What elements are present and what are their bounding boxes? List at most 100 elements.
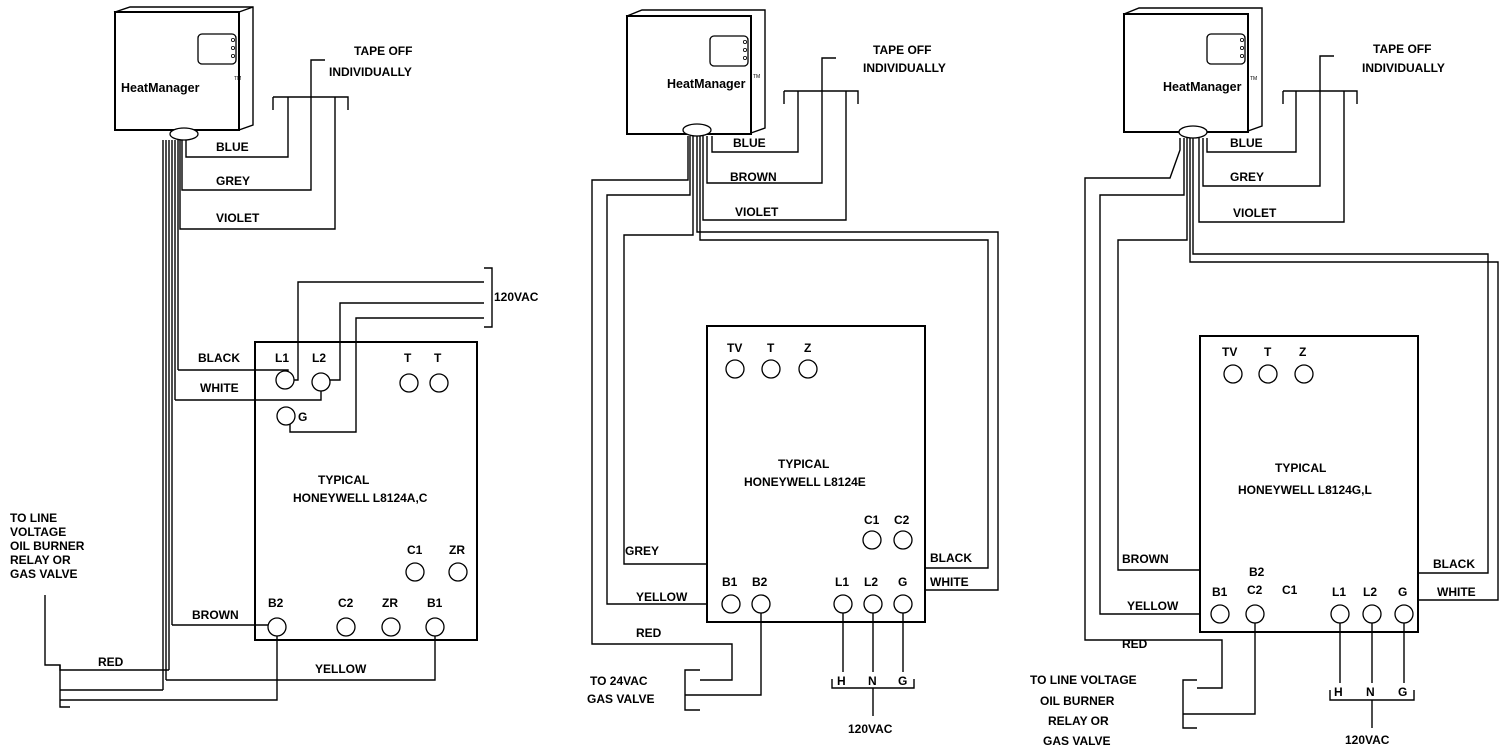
terminal-l1: L1 xyxy=(275,351,295,390)
wire-label-blue: BLUE xyxy=(1230,136,1263,150)
target-label: GAS VALVE xyxy=(587,692,655,706)
wire-label-brown: BROWN xyxy=(1122,552,1169,566)
wire-label-red: RED xyxy=(98,655,124,669)
target-label: RELAY OR xyxy=(10,553,71,567)
svg-text:B2: B2 xyxy=(268,596,284,610)
tape-off-label: INDIVIDUALLY xyxy=(863,61,946,75)
device-display-icon xyxy=(1206,33,1246,65)
target-label: VOLTAGE xyxy=(10,525,66,539)
tape-off-label: INDIVIDUALLY xyxy=(1362,61,1445,75)
wire-label-violet: VIOLET xyxy=(1233,206,1277,220)
honeywell-l8124gl-box xyxy=(1199,335,1419,633)
device-front xyxy=(114,11,240,131)
target-label: TO LINE xyxy=(10,511,57,525)
svg-text:L2: L2 xyxy=(312,351,326,365)
tape-off-wires: TAPE OFF INDIVIDUALLY BLUE BROWN VIOLET xyxy=(702,43,946,221)
svg-text:L2: L2 xyxy=(1363,585,1377,599)
wire-label-grey: GREY xyxy=(625,544,659,558)
terminal-c1: C1 xyxy=(1282,583,1298,597)
wire-label-blue: BLUE xyxy=(733,136,766,150)
indicator-dot-icon xyxy=(743,56,748,61)
brand-label: HeatManager xyxy=(667,77,746,91)
model-label: TYPICAL xyxy=(318,473,369,487)
device-display-icon xyxy=(197,33,237,65)
power-g: G xyxy=(898,674,907,688)
terminal-l1: L1 xyxy=(833,575,853,614)
wire-label-red: RED xyxy=(636,626,662,640)
trademark-mark: TM xyxy=(1250,76,1257,82)
wire-label-black: BLACK xyxy=(198,351,240,365)
terminal-g: G xyxy=(276,406,307,426)
power-g: G xyxy=(1398,685,1407,699)
svg-text:TV: TV xyxy=(1222,345,1237,359)
terminal-z: Z xyxy=(798,341,818,379)
terminal-t: T xyxy=(399,351,419,393)
terminal-tv: TV xyxy=(1222,345,1243,384)
wire-label-yellow: YELLOW xyxy=(315,662,367,676)
terminal-l2: L2 xyxy=(311,351,331,392)
terminal-b1: B1 xyxy=(425,596,445,637)
svg-text:B1: B1 xyxy=(722,575,738,589)
model-label: TYPICAL xyxy=(1275,461,1326,475)
svg-text:C1: C1 xyxy=(407,543,423,557)
svg-text:B1: B1 xyxy=(1212,585,1228,599)
terminal-l2: L2 xyxy=(1362,585,1382,624)
svg-text:L1: L1 xyxy=(835,575,849,589)
tape-off-label: TAPE OFF xyxy=(354,44,412,58)
tape-off-label: TAPE OFF xyxy=(873,43,931,57)
svg-text:ZR: ZR xyxy=(449,543,465,557)
target-label: OIL BURNER xyxy=(10,539,85,553)
terminal-zr: ZR xyxy=(381,596,401,637)
svg-text:C2: C2 xyxy=(1247,583,1263,597)
wire-label-violet: VIOLET xyxy=(735,205,779,219)
terminal-b1: B1 xyxy=(1210,585,1230,624)
indicator-dot-icon xyxy=(1240,46,1245,51)
model-label: TYPICAL xyxy=(778,457,829,471)
svg-text:L1: L1 xyxy=(1332,585,1346,599)
svg-text:C1: C1 xyxy=(864,513,880,527)
terminal-c1: C1 xyxy=(862,513,882,550)
indicator-dot-icon xyxy=(743,48,748,53)
svg-text:B1: B1 xyxy=(427,596,443,610)
heatmanager-device: HeatManager TM xyxy=(625,9,766,137)
diagram-l8124gl: HeatManager TM TAPE OFF INDIVIDUALLY BLU… xyxy=(1030,7,1499,748)
device-display-icon xyxy=(709,35,749,67)
terminal-tv: TV xyxy=(725,341,745,379)
wire-label-grey: GREY xyxy=(216,174,250,188)
power-n: N xyxy=(1366,685,1375,699)
model-label: HONEYWELL L8124E xyxy=(744,475,866,489)
svg-text:B2: B2 xyxy=(752,575,768,589)
wire-label-black: BLACK xyxy=(930,551,972,565)
terminal-b2: B2 xyxy=(267,596,287,637)
svg-text:T: T xyxy=(434,351,442,365)
cable-grommet xyxy=(682,123,712,137)
indicator-dot-icon xyxy=(230,46,235,51)
indicator-dot-icon xyxy=(1240,54,1245,59)
terminal-l2: L2 xyxy=(863,575,883,614)
terminal-l1: L1 xyxy=(1330,585,1350,624)
terminal-zr: ZR xyxy=(448,543,468,582)
svg-text:T: T xyxy=(404,351,412,365)
terminal-t: T xyxy=(761,341,781,379)
honeywell-l8124e-box xyxy=(706,325,926,623)
trademark-mark: TM xyxy=(753,74,760,80)
device-front xyxy=(626,15,752,135)
wire-label-violet: VIOLET xyxy=(216,211,260,225)
target-label: TO 24VAC xyxy=(590,674,648,688)
wire-label-brown: BROWN xyxy=(192,608,239,622)
wire-label-grey: GREY xyxy=(1230,170,1264,184)
svg-text:G: G xyxy=(298,410,307,424)
svg-text:G: G xyxy=(1398,585,1407,599)
brand-label: HeatManager xyxy=(121,81,200,95)
trademark-mark: TM xyxy=(234,76,241,82)
tape-off-label: INDIVIDUALLY xyxy=(329,65,412,79)
diagram-l8124ac: HeatManager TM TAPE OFF INDIVIDUALLY BLU… xyxy=(10,6,539,708)
svg-text:ZR: ZR xyxy=(382,596,398,610)
svg-text:L2: L2 xyxy=(864,575,878,589)
cable-grommet xyxy=(169,127,199,141)
wire-label-yellow: YELLOW xyxy=(1127,599,1179,613)
terminal-c1: C1 xyxy=(405,543,425,582)
svg-text:C2: C2 xyxy=(338,596,354,610)
supply-label: 120VAC xyxy=(494,290,539,304)
terminal-b2-c2: B2 C2 xyxy=(1245,565,1265,624)
